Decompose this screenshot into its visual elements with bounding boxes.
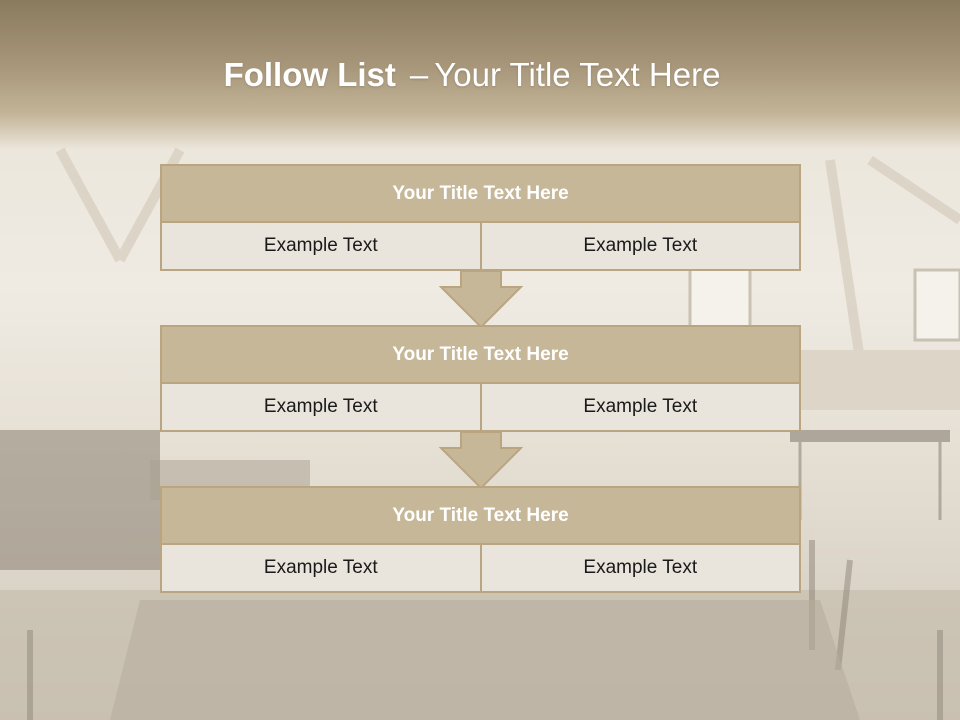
slide-title: Follow List–Your Title Text Here [0,56,944,94]
list-block-3: Your Title Text Here Example Text Exampl… [160,486,801,593]
block-cell-right: Example Text [479,223,799,269]
block-row: Example Text Example Text [162,223,799,269]
block-title: Your Title Text Here [162,327,799,384]
block-title: Your Title Text Here [162,166,799,223]
block-row: Example Text Example Text [162,545,799,591]
block-cell-left: Example Text [162,545,480,591]
block-cell-right: Example Text [479,384,799,430]
block-cell-left: Example Text [162,384,480,430]
block-cell-right: Example Text [479,545,799,591]
slide-title-separator: – [409,56,429,93]
list-block-2: Your Title Text Here Example Text Exampl… [160,325,801,432]
down-arrow-icon [439,431,523,489]
down-arrow-icon [439,270,523,328]
block-cell-left: Example Text [162,223,480,269]
slide-title-subtitle: Your Title Text Here [434,56,721,93]
slide-title-main: Follow List [223,56,396,93]
block-row: Example Text Example Text [162,384,799,430]
block-title: Your Title Text Here [162,488,799,545]
list-block-1: Your Title Text Here Example Text Exampl… [160,164,801,271]
title-band [0,0,960,150]
